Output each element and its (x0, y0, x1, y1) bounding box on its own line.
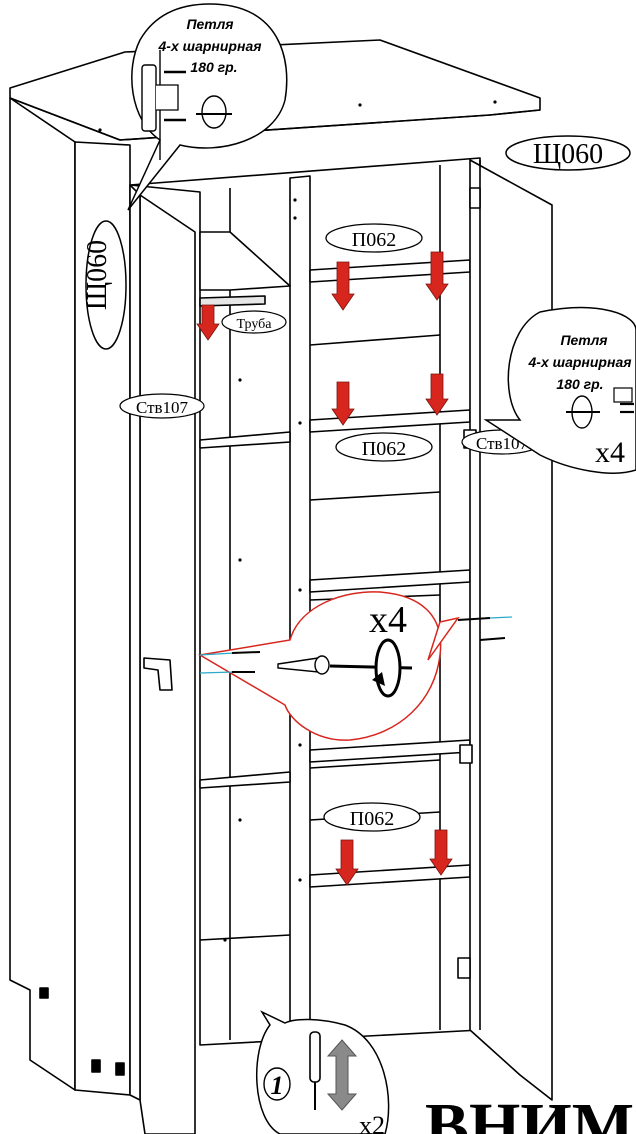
adjust-qty: x2 (359, 1111, 385, 1134)
left-door (129, 184, 196, 1134)
label-panel-top: Щ060 (505, 135, 631, 171)
insert-arrow (196, 304, 220, 341)
label-shelf-mid-text: П062 (362, 438, 406, 460)
hinge-callout-right: Петля 4-х шарнирная 180 гр. x4 (483, 306, 636, 474)
screw-qty: x4 (369, 599, 407, 641)
adjust-callout: 1 x2 (255, 1010, 390, 1134)
label-shelf-bottom: П062 (323, 802, 421, 832)
insert-arrows (196, 251, 453, 886)
hinge-right-line3: 180 гр. (556, 376, 603, 392)
left-side-panel (9, 97, 131, 1096)
hinge-top-line3: 180 гр. (190, 59, 237, 75)
hinge-right-line2: 4-х шарнирная (528, 354, 632, 370)
label-rail: Труба (221, 310, 287, 334)
label-shelf-bottom-text: П062 (350, 808, 394, 830)
hinge-callout-top: Петля 4-х шарнирная 180 гр. (127, 3, 288, 211)
hinge-right-qty: x4 (595, 436, 625, 469)
warning-text: ВНИМ (425, 1090, 634, 1134)
label-shelf-top: П062 (325, 223, 423, 253)
hinge-right-line1: Петля (560, 332, 607, 348)
adjust-step: 1 (271, 1071, 284, 1100)
screws (199, 616, 513, 674)
insert-arrow (331, 261, 355, 311)
hinge-top-line1: Петля (186, 16, 233, 32)
right-door (457, 159, 553, 1101)
insert-arrow (425, 373, 449, 416)
label-door-left: Ств107 (119, 393, 205, 419)
label-rail-text: Труба (237, 317, 273, 332)
label-panel-top-text: Щ060 (533, 139, 603, 170)
label-shelf-top-text: П062 (352, 229, 396, 251)
hanging-rail (199, 295, 266, 307)
label-panel-side-text: Щ060 (82, 240, 113, 310)
label-door-left-text: Ств107 (136, 398, 189, 417)
insert-arrow (331, 381, 355, 426)
label-shelf-mid: П062 (335, 432, 433, 462)
insert-arrow (425, 251, 449, 301)
label-panel-side: Щ060 (82, 220, 127, 350)
insert-arrow (429, 829, 453, 876)
hinge-top-line2: 4-х шарнирная (158, 38, 262, 54)
screw-callout: x4 (197, 591, 460, 741)
insert-arrow (335, 839, 359, 886)
